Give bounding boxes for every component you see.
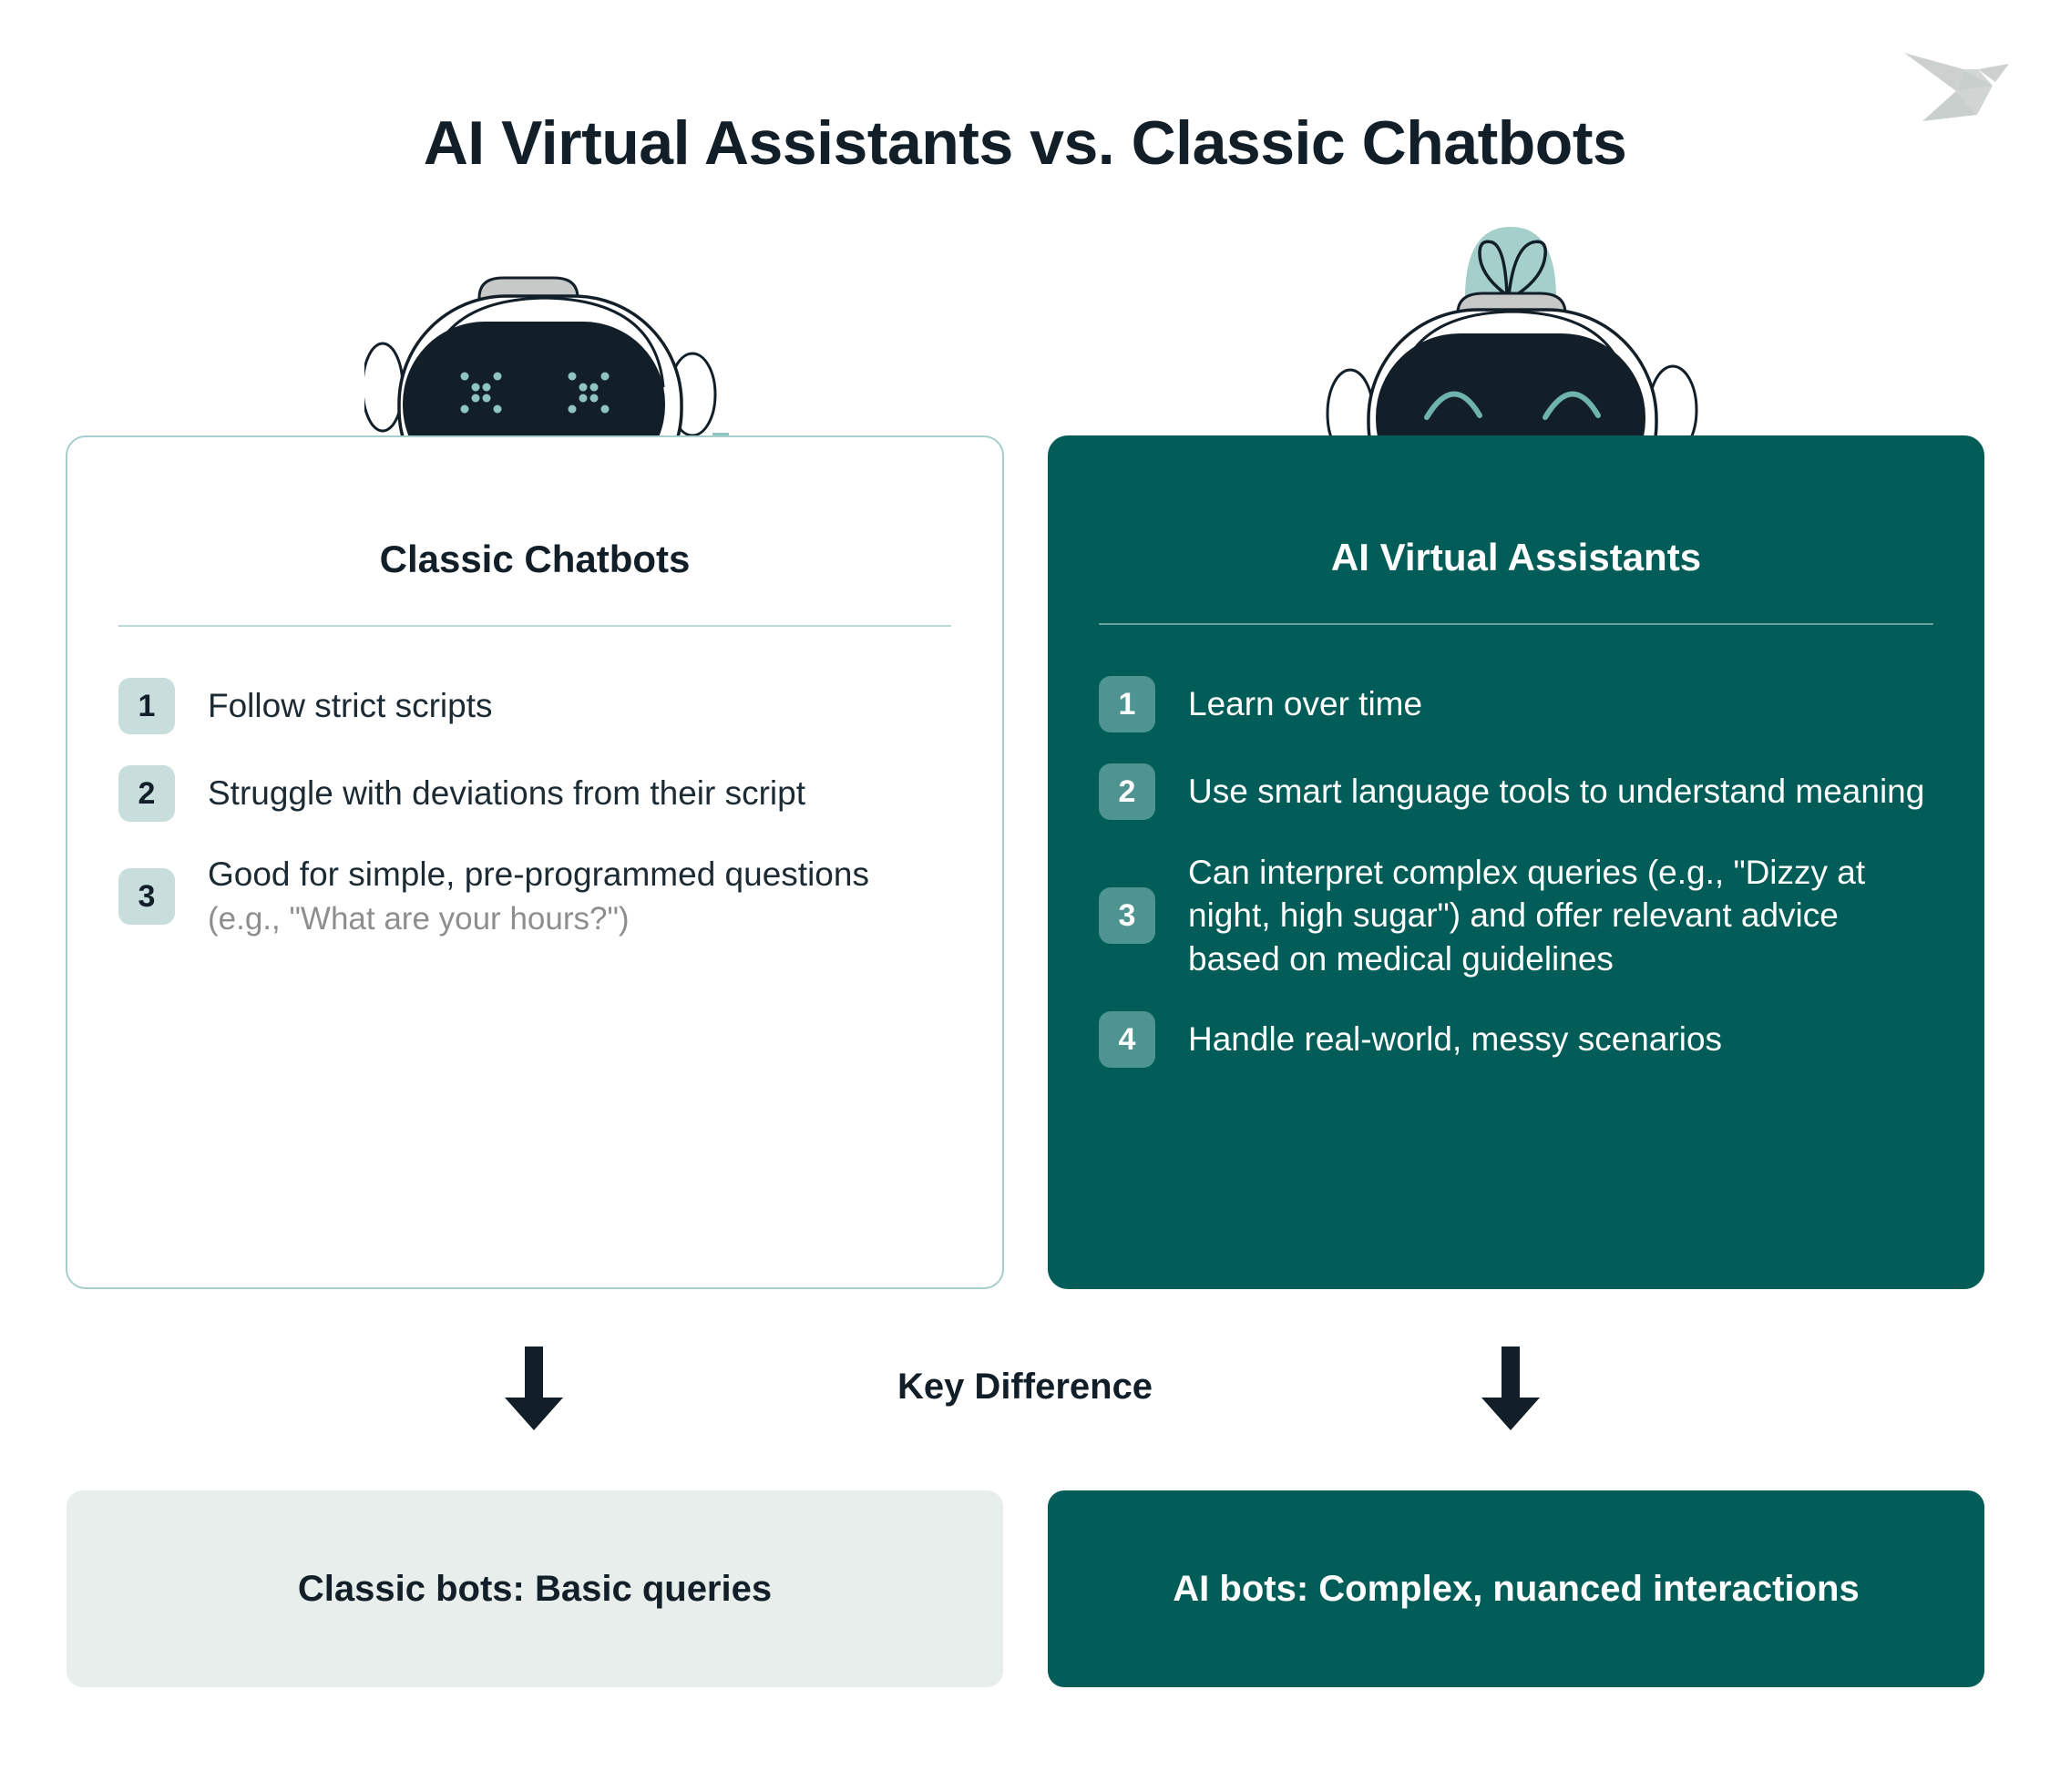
list-item: 3 Good for simple, pre-programmed questi… xyxy=(118,853,951,940)
item-number-badge: 1 xyxy=(118,678,175,734)
item-number-badge: 3 xyxy=(1099,887,1155,945)
item-label: Good for simple, pre-programmed question… xyxy=(208,855,869,893)
item-label: Use smart language tools to understand m… xyxy=(1188,773,1925,811)
down-arrow-icon xyxy=(1481,1347,1540,1430)
card-divider xyxy=(1099,623,1933,625)
item-text: Follow strict scripts xyxy=(208,684,492,727)
item-label: Follow strict scripts xyxy=(208,687,493,725)
item-text: Use smart language tools to understand m… xyxy=(1188,770,1924,813)
item-label: Struggle with deviations from their scri… xyxy=(208,774,805,813)
item-example: (e.g., "What are your hours?") xyxy=(208,901,630,937)
item-number-badge: 2 xyxy=(1099,763,1155,820)
down-arrow-icon xyxy=(505,1347,563,1430)
key-difference-label: Key Difference xyxy=(897,1367,1153,1407)
list-item: 1 Learn over time xyxy=(1099,676,1933,732)
list-item: 2 Struggle with deviations from their sc… xyxy=(118,765,951,822)
item-number-badge: 3 xyxy=(118,868,175,926)
item-number-badge: 1 xyxy=(1099,676,1155,732)
item-text: Learn over time xyxy=(1188,682,1422,725)
item-number-badge: 2 xyxy=(118,765,175,822)
list-item: 4 Handle real-world, messy scenarios xyxy=(1099,1011,1933,1069)
item-label: Handle real-world, messy scenarios xyxy=(1188,1020,1723,1059)
card-divider xyxy=(118,625,951,627)
classic-chatbots-card: Classic Chatbots 1 Follow strict scripts… xyxy=(66,435,1004,1289)
ai-assistants-list: 1 Learn over time 2 Use smart language t… xyxy=(1099,676,1933,1099)
ai-assistants-header: AI Virtual Assistants xyxy=(1330,536,1702,579)
classic-chatbots-header: Classic Chatbots xyxy=(379,538,691,580)
item-text: Good for simple, pre-programmed question… xyxy=(208,853,869,940)
summary-box-classic: Classic bots: Basic queries xyxy=(67,1490,1003,1687)
summary-classic-text: Classic bots: Basic queries xyxy=(297,1569,773,1609)
list-item: 3 Can interpret complex queries (e.g., "… xyxy=(1099,851,1933,980)
origami-bird-logo xyxy=(1904,53,2009,121)
summary-ai-text: AI bots: Complex, nuanced interactions xyxy=(1173,1569,1860,1609)
item-text: Can interpret complex queries (e.g., "Di… xyxy=(1188,851,1933,980)
summary-box-ai: AI bots: Complex, nuanced interactions xyxy=(1048,1490,1984,1687)
item-number-badge: 4 xyxy=(1099,1011,1155,1069)
item-text: Struggle with deviations from their scri… xyxy=(208,772,805,814)
item-label: Learn over time xyxy=(1188,685,1423,723)
list-item: 2 Use smart language tools to understand… xyxy=(1099,763,1933,820)
page-title: AI Virtual Assistants vs. Classic Chatbo… xyxy=(423,108,1627,178)
classic-chatbots-list: 1 Follow strict scripts 2 Struggle with … xyxy=(118,678,951,971)
item-label: Can interpret complex queries (e.g., "Di… xyxy=(1188,854,1866,978)
list-item: 1 Follow strict scripts xyxy=(118,678,951,734)
ai-assistants-card: AI Virtual Assistants 1 Learn over time … xyxy=(1048,435,1984,1289)
item-text: Handle real-world, messy scenarios xyxy=(1188,1018,1722,1060)
